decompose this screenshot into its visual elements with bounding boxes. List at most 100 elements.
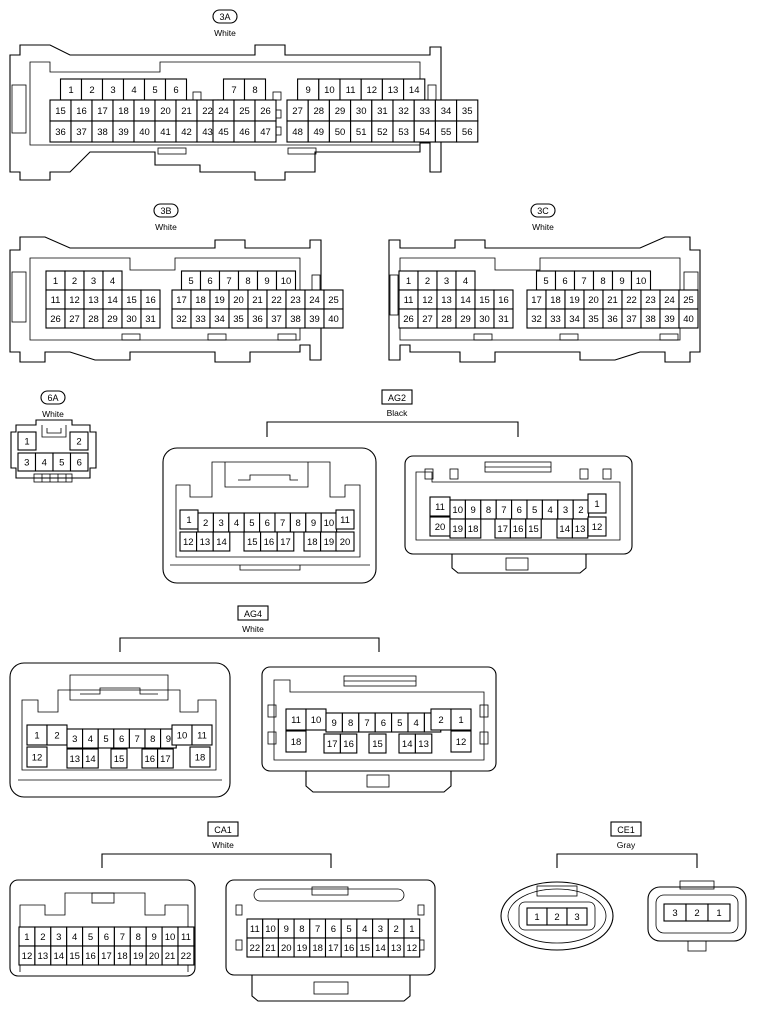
pin-3c-28: 28 xyxy=(436,308,457,329)
pin-label: 5 xyxy=(59,458,64,469)
pin-label: 16 xyxy=(343,739,354,750)
pin-label: 3 xyxy=(56,932,61,943)
pin-label: 11 xyxy=(250,924,260,935)
pin-ag2m-16: 16 xyxy=(509,518,527,539)
pin-3b-35: 35 xyxy=(228,308,249,329)
tag-label-3b: 3B xyxy=(160,206,171,216)
bracket-ag4 xyxy=(119,637,380,652)
pin-label: 14 xyxy=(107,295,118,306)
pin-3b-14: 14 xyxy=(102,289,123,310)
pin-ag4-12: 12 xyxy=(26,746,48,768)
pin-label: 3 xyxy=(110,85,115,96)
pin-label: 28 xyxy=(314,106,325,117)
connector-6a-outline xyxy=(10,419,97,479)
pin-3b-34: 34 xyxy=(209,308,230,329)
pin-label: 55 xyxy=(441,127,452,138)
connector-ca1-male-lock xyxy=(313,981,349,995)
connector-3a-key xyxy=(272,91,282,101)
pin-label: 4 xyxy=(234,518,239,529)
pin-3c-26: 26 xyxy=(398,308,419,329)
pin-3c-29: 29 xyxy=(455,308,476,329)
pin-ag4m-17: 17 xyxy=(323,733,341,754)
pin-ag2m-19: 19 xyxy=(449,518,466,539)
pin-label: 37 xyxy=(76,127,87,138)
connector-ag2-female-latch xyxy=(224,462,309,488)
pin-3a-2: 2 xyxy=(80,78,104,101)
pin-3a-16: 16 xyxy=(70,99,93,122)
pin-label: 1 xyxy=(716,908,721,919)
pin-label: 12 xyxy=(183,537,194,548)
pin-label: 17 xyxy=(328,943,339,954)
pin-label: 26 xyxy=(403,314,414,325)
pin-label: 29 xyxy=(335,106,346,117)
pin-3b-18: 18 xyxy=(190,289,211,310)
pin-cell xyxy=(191,724,213,746)
connector-ca1-male-key xyxy=(235,939,243,951)
pin-label: 4 xyxy=(72,932,77,943)
pin-label: 2 xyxy=(554,912,559,923)
pin-label: 20 xyxy=(160,106,171,117)
pin-label: 4 xyxy=(414,718,419,729)
pin-label: 18 xyxy=(291,737,302,748)
pin-label: 10 xyxy=(636,276,647,287)
pin-label: 45 xyxy=(218,127,229,138)
pin-label: 24 xyxy=(218,106,229,117)
pin-3c-8: 8 xyxy=(592,270,614,291)
pin-ag2m-1: 1 xyxy=(587,493,607,514)
pin-3a-37: 37 xyxy=(70,120,93,143)
pin-label: 8 xyxy=(600,276,605,287)
connector-3b-latch xyxy=(121,333,141,341)
pin-3b-31: 31 xyxy=(140,308,161,329)
pin-ce1-1: 1 xyxy=(526,907,548,926)
pin-label: 21 xyxy=(607,295,618,306)
pin-3a-26: 26 xyxy=(254,99,277,122)
pin-ag2m-4: 4 xyxy=(541,499,559,520)
pin-ca1-2: 2 xyxy=(34,926,52,947)
bracket-ag2 xyxy=(266,421,519,437)
pin-ca1-18: 18 xyxy=(113,945,131,966)
connector-ag2-male-skirt xyxy=(451,554,587,574)
pin-label: 10 xyxy=(311,715,322,726)
pin-3c-38: 38 xyxy=(640,308,661,329)
pin-3a-54: 54 xyxy=(413,120,436,143)
pin-label: 26 xyxy=(260,106,271,117)
color-label-3a: White xyxy=(214,28,236,38)
pin-3b-12: 12 xyxy=(64,289,85,310)
connector-ca1-female xyxy=(9,879,196,977)
pin-3c-18: 18 xyxy=(545,289,566,310)
pin-ag2-9: 9 xyxy=(305,512,322,533)
pin-3c-19: 19 xyxy=(564,289,585,310)
pin-ca1m-13: 13 xyxy=(387,937,405,958)
pin-3b-24: 24 xyxy=(304,289,325,310)
pin-3b-25: 25 xyxy=(323,289,344,310)
pin-label: 31 xyxy=(498,314,509,325)
pin-label: 32 xyxy=(176,314,187,325)
pin-label: 2 xyxy=(394,924,399,935)
pin-label: 7 xyxy=(501,505,506,516)
pin-label: 5 xyxy=(397,718,402,729)
pin-label: 18 xyxy=(312,943,323,954)
pin-label: 7 xyxy=(135,734,140,745)
pin-cell xyxy=(110,748,128,769)
pin-label: 32 xyxy=(531,314,542,325)
connector-ce1-male-inner xyxy=(655,894,739,934)
pin-ce1-2: 2 xyxy=(546,907,568,926)
pin-ca1-19: 19 xyxy=(129,945,147,966)
pin-ce1-3: 3 xyxy=(566,907,588,926)
pin-ag2-12: 12 xyxy=(179,531,198,552)
pin-ag4-17: 17 xyxy=(157,748,174,769)
pin-label: 21 xyxy=(252,295,263,306)
pin-label: 13 xyxy=(418,739,429,750)
pin-label: 38 xyxy=(97,127,108,138)
pin-3c-23: 23 xyxy=(640,289,661,310)
pin-ag4m-15: 15 xyxy=(368,733,387,754)
pin-label: 5 xyxy=(346,924,351,935)
pin-label: 17 xyxy=(497,524,508,535)
pin-label: 30 xyxy=(356,106,367,117)
pin-3c-22: 22 xyxy=(621,289,642,310)
pin-cell xyxy=(414,733,433,754)
pin-3a-42: 42 xyxy=(175,120,198,143)
pin-ca1m-6: 6 xyxy=(324,918,342,939)
pin-ca1m-3: 3 xyxy=(372,918,389,939)
pin-3c-21: 21 xyxy=(602,289,623,310)
